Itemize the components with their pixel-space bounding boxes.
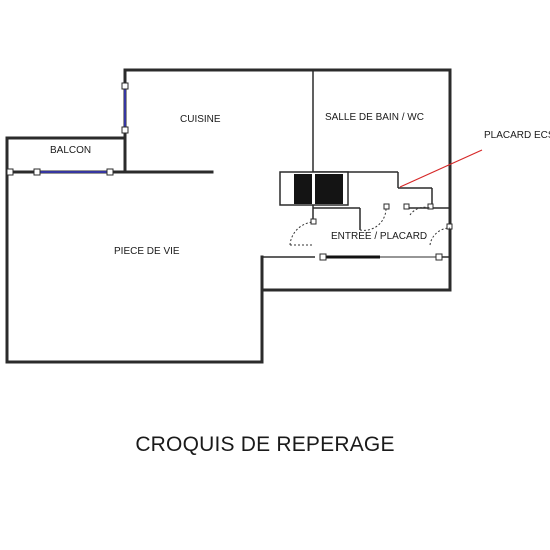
door-swings	[289, 206, 451, 246]
room-label-entree: ENTREE / PLACARD	[331, 231, 427, 242]
door-swing-arc	[359, 207, 387, 231]
room-label-piece-de-vie: PIECE DE VIE	[114, 246, 180, 257]
door-swing-arc	[429, 227, 451, 246]
room-label-balcon: BALCON	[50, 145, 91, 156]
room-label-placard-ecs: PLACARD ECS	[484, 130, 550, 141]
door-swing-arc	[289, 221, 314, 246]
window-node	[121, 82, 129, 90]
room-label-cuisine: CUISINE	[180, 114, 221, 125]
fixture-block	[315, 174, 343, 204]
door-node	[427, 203, 434, 210]
door-swing-arc	[409, 206, 431, 216]
door-node	[435, 253, 443, 261]
window-node	[121, 126, 129, 134]
windows	[6, 82, 453, 261]
window-node	[33, 168, 41, 176]
placard-ecs-leader	[399, 149, 483, 188]
fixture-block	[294, 174, 312, 204]
door-node	[446, 223, 453, 230]
north-east-wall	[123, 68, 452, 292]
door-node	[383, 203, 390, 210]
window-node	[6, 168, 14, 176]
fixtures	[279, 171, 349, 206]
window-node	[106, 168, 114, 176]
plan-caption: CROQUIS DE REPERAGE	[135, 433, 395, 456]
door-node	[403, 203, 410, 210]
door-node	[310, 218, 317, 225]
south-wall	[5, 255, 264, 364]
door-node	[319, 253, 327, 261]
room-label-salle-de-bain: SALLE DE BAIN / WC	[325, 112, 424, 123]
